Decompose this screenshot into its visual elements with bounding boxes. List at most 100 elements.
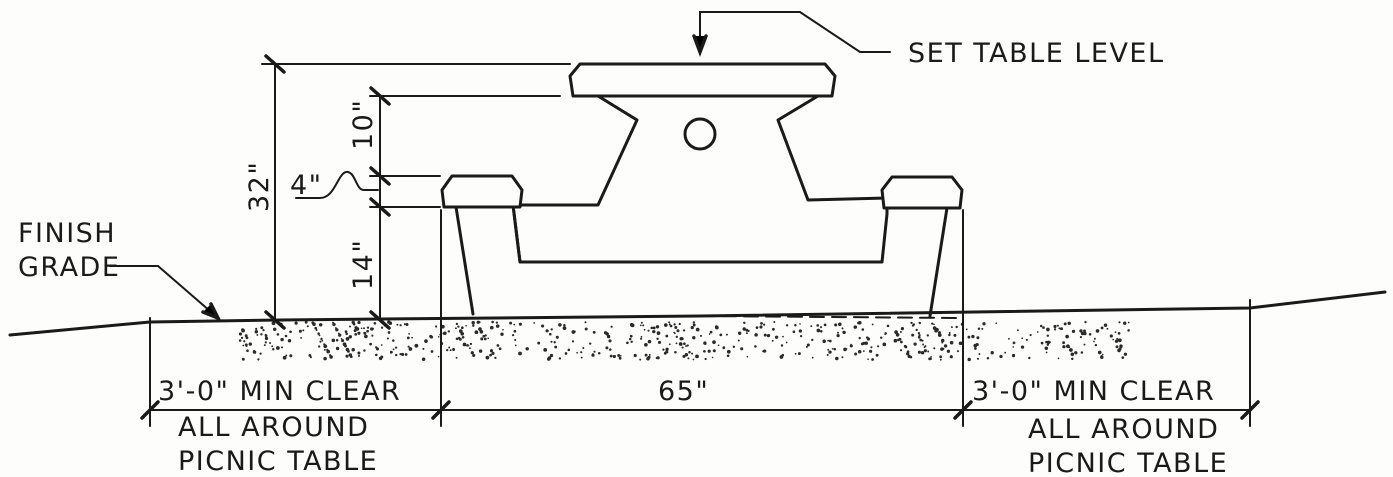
gravel-dot — [699, 334, 703, 337]
gravel-dot — [458, 329, 463, 333]
gravel-dot — [323, 356, 327, 361]
gravel-dot — [871, 323, 874, 326]
gravel-dot — [554, 345, 558, 349]
gravel-dot — [396, 323, 399, 326]
gravel-dot — [617, 354, 621, 357]
gravel-dot — [483, 337, 487, 341]
gravel-dot — [857, 321, 860, 325]
gravel-dot — [763, 333, 767, 337]
gravel-dot — [982, 322, 986, 326]
dim-32-label: 32" — [244, 161, 275, 212]
dim-inner-tick-2 — [369, 166, 391, 186]
gravel-dot — [655, 356, 658, 360]
gravel-dot — [933, 347, 936, 350]
gravel-dot — [640, 321, 643, 324]
gravel-dot — [1028, 356, 1031, 360]
gravel-dot — [364, 334, 368, 339]
gravel-dot — [1120, 346, 1123, 348]
gravel-dot — [831, 347, 834, 350]
gravel-dot — [580, 356, 583, 359]
gravel-dot — [360, 327, 363, 330]
gravel-dot — [272, 327, 277, 332]
gravel-dot — [773, 321, 776, 323]
gravel-dot — [457, 325, 460, 328]
gravel-dot — [584, 327, 588, 331]
gravel-dot — [1084, 320, 1087, 324]
gravel-dot — [711, 356, 714, 359]
gravel-dot — [255, 327, 258, 331]
gravel-dot — [860, 342, 864, 346]
gravel-dot — [1046, 334, 1050, 337]
gravel-dot — [256, 333, 259, 336]
gravel-dot — [348, 335, 353, 339]
gravel-dot — [392, 339, 395, 342]
gravel-dot — [289, 354, 293, 358]
gravel-dot — [917, 350, 921, 354]
gravel-dot — [606, 334, 611, 339]
gravel-dot — [662, 348, 665, 351]
gravel-dot — [1046, 327, 1050, 332]
gravel-dot — [1046, 340, 1051, 345]
gravel-dot — [240, 336, 244, 340]
gravel-dot — [399, 324, 402, 327]
gravel-dot — [242, 344, 245, 347]
gravel-dot — [1115, 345, 1119, 349]
gravel-dot — [373, 321, 377, 325]
gravel-dot — [392, 348, 395, 351]
gravel-dot — [683, 342, 686, 346]
gravel-dot — [1100, 354, 1103, 358]
gravel-dot — [946, 349, 951, 353]
gravel-dot — [375, 346, 378, 349]
gravel-dot — [351, 347, 355, 352]
gravel-dot — [1083, 343, 1086, 346]
gravel-dot — [618, 356, 622, 360]
gravel-dot — [834, 323, 838, 327]
gravel-dot — [922, 343, 925, 346]
gravel-dot — [335, 346, 340, 351]
gravel-dot — [461, 335, 465, 339]
finish-grade-label-1: FINISH — [18, 218, 116, 249]
gravel-dot — [338, 333, 342, 337]
gravel-dot — [923, 346, 926, 349]
gravel-dot — [366, 326, 370, 329]
gravel-dot — [837, 331, 839, 334]
gravel-dot — [911, 324, 915, 327]
gravel-dot — [345, 332, 348, 336]
gravel-dot — [639, 324, 642, 327]
gravel-dot — [259, 352, 262, 355]
gravel-dot — [712, 340, 716, 344]
seat-right — [880, 175, 964, 210]
gravel-dot — [589, 342, 592, 345]
gravel-dot — [264, 334, 268, 338]
gravel-dot — [238, 332, 243, 336]
gravel-dot — [476, 320, 480, 324]
gravel-dot — [401, 352, 405, 356]
gravel-dot — [317, 332, 320, 335]
gravel-dot — [1088, 333, 1092, 336]
gravel-dot — [628, 337, 632, 341]
gravel-dot — [1121, 356, 1125, 359]
gravel-dot — [370, 327, 374, 331]
gravel-dot — [1123, 352, 1128, 356]
gravel-dot — [490, 325, 494, 330]
gravel-dot — [652, 326, 656, 330]
gravel-dot — [318, 323, 323, 327]
gravel-dot — [257, 358, 260, 361]
gravel-dot — [518, 351, 522, 356]
gravel-dot — [389, 350, 393, 354]
gravel-dot — [691, 352, 694, 355]
gravel-dot — [567, 348, 571, 352]
gravel-dot — [990, 351, 994, 355]
gravel-dot — [754, 333, 758, 337]
gravel-dot — [306, 325, 309, 328]
gravel-dot — [668, 321, 671, 324]
gravel-dot — [386, 337, 389, 340]
gravel-dot — [920, 350, 925, 355]
dim-inner-tick-3 — [369, 197, 391, 217]
gravel-dot — [692, 336, 696, 340]
gravel-dot — [707, 349, 711, 353]
gravel-dot — [518, 322, 522, 326]
gravel-dot — [861, 328, 865, 331]
gravel-dot — [907, 354, 911, 358]
gravel-dot — [260, 326, 264, 330]
